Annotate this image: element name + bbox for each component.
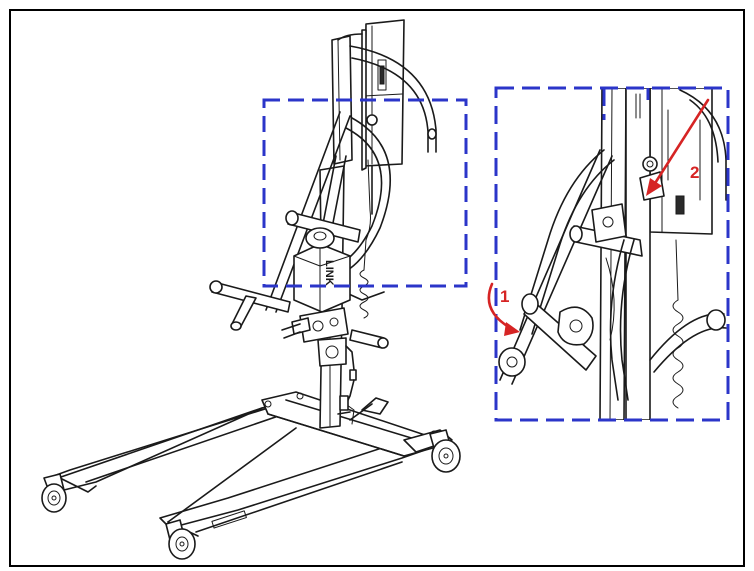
caster-front-left (41, 473, 67, 513)
callout-1: 1 (487, 282, 520, 336)
highlight-box-small (262, 98, 468, 288)
callout-1-label: 1 (500, 287, 509, 306)
lift-boom (337, 33, 437, 153)
lift-base (47, 391, 453, 537)
outer-frame (9, 9, 745, 567)
brand-label: LINK (323, 260, 335, 286)
callout-2: 2 (646, 98, 710, 196)
straight-arrow-icon (650, 98, 710, 190)
caster-front-right (165, 519, 196, 560)
detail-panel (494, 86, 730, 422)
callout-2-label: 2 (690, 163, 699, 182)
control-box: LINK (293, 227, 351, 313)
lower-mechanism (281, 159, 371, 415)
highlight-box-detail (494, 86, 730, 422)
push-handle-frame (209, 111, 392, 349)
foot-pedal (339, 397, 389, 425)
caster-rear-right (429, 429, 461, 473)
